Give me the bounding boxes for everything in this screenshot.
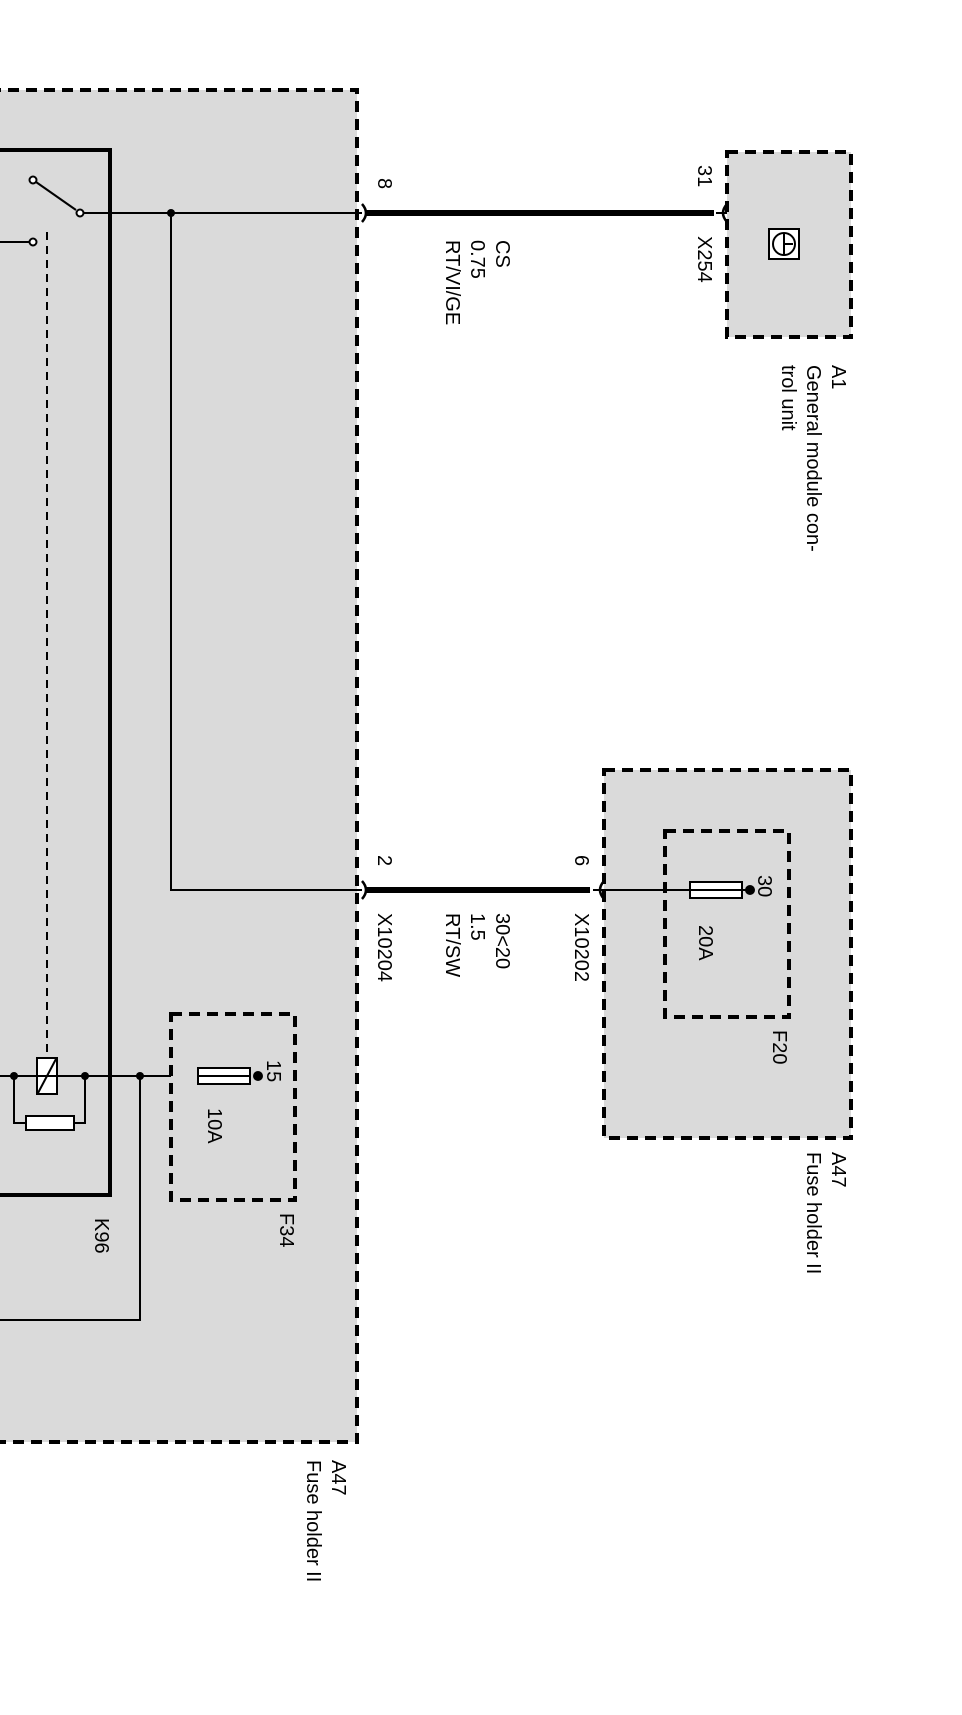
module-a1-name-line1: General module con-	[802, 365, 824, 552]
relay-k96-label: K96	[90, 1218, 112, 1254]
module-a1-id: A1	[827, 365, 849, 389]
fuse-f20-box	[663, 829, 791, 1019]
wire-top-color-code: RT/VI/GE	[441, 240, 463, 325]
fuse-f20-id: F20	[768, 1030, 790, 1064]
switch-contact-icon	[0, 175, 85, 247]
wire-resistor-branch	[13, 1076, 86, 1124]
fuse-f20-rating: 20A	[694, 925, 716, 961]
connector-x10202-label: X10202	[570, 913, 592, 982]
resistor-icon	[25, 1115, 75, 1131]
module-a47-main-name: Fuse holder II	[302, 1460, 324, 1582]
module-a47-main-id: A47	[327, 1460, 349, 1496]
connector-pin-8	[361, 203, 368, 223]
pin-31-label: 31	[693, 165, 715, 187]
wire-middle-color-code: RT/SW	[441, 913, 463, 977]
connector-x10204-label: X10204	[373, 913, 395, 982]
connector-x254-label: X254	[693, 236, 715, 283]
fuse-icon	[689, 881, 743, 899]
fuse-f34-terminal: 15	[262, 1060, 284, 1082]
pin-8-label: 8	[373, 178, 395, 189]
relay-k96-outline	[0, 148, 112, 1197]
pin-2-label: 2	[373, 855, 395, 866]
wire-middle-cross-section: 1.5	[466, 913, 488, 941]
fuse-f34-id: F34	[275, 1213, 297, 1247]
pin-6-label: 6	[570, 855, 592, 866]
wire-middle-circuit: 30<20	[491, 913, 513, 969]
fuse-f34-box	[169, 1012, 297, 1202]
wire-junction-to-middle	[170, 213, 362, 891]
fuse-f20-terminal: 30	[753, 875, 775, 897]
module-a47-upper-name: Fuse holder II	[802, 1152, 824, 1274]
connector-pin-2	[361, 880, 368, 900]
wire-to-ground-return	[0, 1076, 141, 1321]
fuse-f34-terminal-dot	[253, 1071, 263, 1081]
fuse-icon	[197, 1067, 251, 1085]
module-a47-main-box	[0, 88, 359, 1444]
module-a1-name-line2: trol unit	[777, 365, 799, 431]
fuse-f20-terminal-dot	[745, 885, 755, 895]
wire-top-circuit: CS	[491, 240, 513, 268]
wire-top-cross-section: 0.75	[466, 240, 488, 279]
fuse-f34-rating: 10A	[203, 1108, 225, 1144]
module-a47-upper-id: A47	[827, 1152, 849, 1188]
ground-symbol-icon	[768, 228, 800, 260]
